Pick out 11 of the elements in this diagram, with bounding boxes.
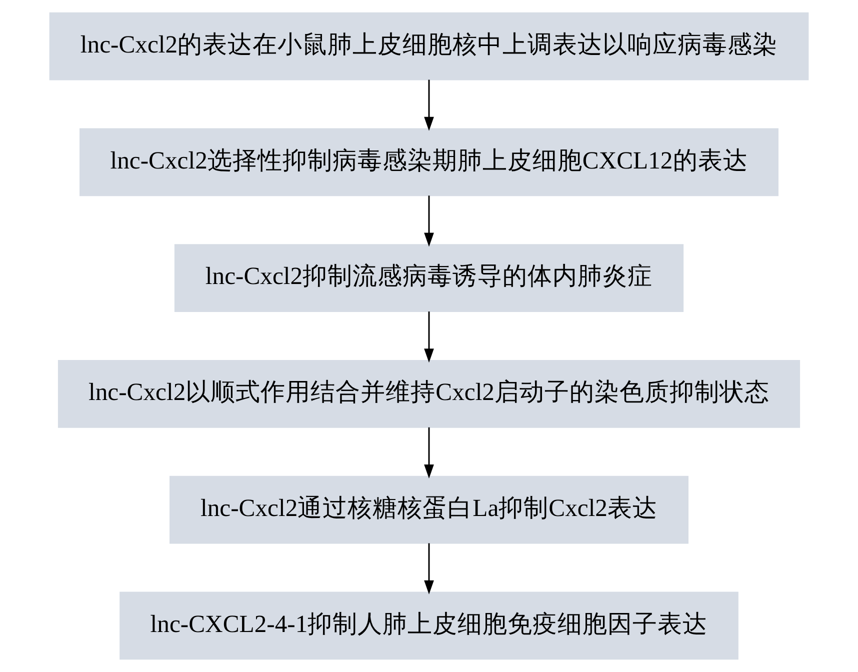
node-box: lnc-Cxcl2选择性抑制病毒感染期肺上皮细胞CXCL12的表达 [80,128,778,196]
node-box: lnc-CXCL2-4-1抑制人肺上皮细胞免疫细胞因子表达 [120,592,738,660]
arrow [424,312,434,363]
arrow [424,543,434,594]
node-box: lnc-Cxcl2的表达在小鼠肺上皮细胞核中上调表达以响应病毒感染 [49,12,809,80]
node-box: lnc-Cxcl2抑制流感病毒诱导的体内肺炎症 [174,244,684,312]
node-box: lnc-Cxcl2通过核糖核蛋白La抑制Cxcl2表达 [170,476,688,544]
arrow [424,427,434,479]
node-box: lnc-Cxcl2以顺式作用结合并维持Cxcl2启动子的染色质抑制状态 [58,360,800,428]
arrow [424,196,434,247]
arrow [424,80,434,131]
